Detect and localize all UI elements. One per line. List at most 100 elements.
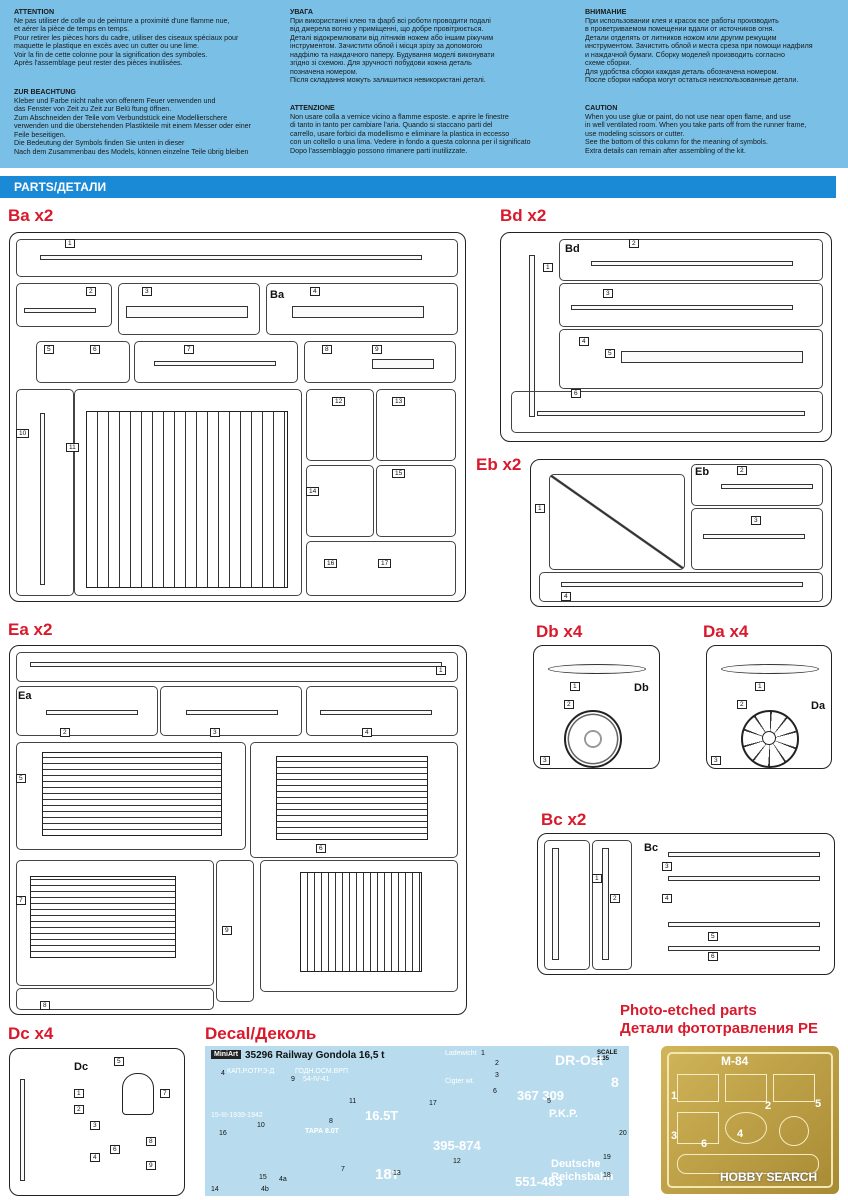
bc-num-3: 3	[662, 862, 672, 871]
decal-text-1: КАП.Р.ОТР.З-Д	[227, 1068, 275, 1075]
ea-part-3	[186, 710, 278, 715]
decal-num-9: 9	[291, 1076, 295, 1083]
ea-part-2	[46, 710, 138, 715]
dc-num-9: 9	[146, 1161, 156, 1170]
bc-num-6: 6	[708, 952, 718, 961]
decal-num-18: 18	[603, 1172, 611, 1179]
da-letter: Da	[811, 700, 826, 712]
decal-text-13: DR-Ost	[555, 1052, 604, 1068]
bd-part-5	[621, 351, 803, 363]
ea-cell-panel	[260, 860, 458, 992]
eb-cell-2	[691, 464, 823, 506]
pe-title-ru: Детали фототравления PE	[620, 1020, 819, 1037]
dc-num-3: 3	[90, 1121, 100, 1130]
da-num-3: 3	[711, 756, 721, 765]
bd-part-3	[571, 305, 793, 310]
pe-part-5	[725, 1112, 767, 1144]
ea-cell-8	[16, 988, 214, 1010]
eb-part-4	[561, 582, 803, 587]
sprue-title-bc: Bc x2	[541, 810, 587, 829]
ba-num-8: 8	[322, 345, 332, 354]
ea-part-7-panel	[30, 876, 176, 958]
eb-cell-3	[691, 508, 823, 570]
decal-num-14: 14	[211, 1186, 219, 1193]
ba-cell-8	[304, 341, 456, 383]
decal-text-6: 16.5Т	[365, 1108, 399, 1123]
bd-cell-2	[559, 239, 823, 281]
ea-num-2: 2	[60, 728, 70, 737]
da-num-2: 2	[737, 700, 747, 709]
sprue-ba: 1 2 3 Ba 4 5 6 7 8 9 10 11 12 13 14 15 1…	[9, 232, 466, 602]
ba-part-4	[292, 306, 424, 318]
ba-num-4: 4	[310, 287, 320, 296]
da-part-1	[721, 664, 819, 674]
da-num-1: 1	[755, 682, 765, 691]
da-wheel-hub	[762, 731, 776, 745]
decal-sheet: MiniArt 35296 Railway Gondola 16,5 t SCA…	[205, 1046, 629, 1196]
ba-cell-3	[118, 283, 260, 335]
dc-num-2: 2	[74, 1105, 84, 1114]
db-wheel	[564, 710, 622, 768]
eb-letter: Eb	[695, 466, 710, 478]
pe-part-1	[677, 1074, 719, 1102]
ea-cell-9	[216, 860, 254, 1002]
eb-num-4: 4	[561, 592, 571, 601]
dc-num-7: 7	[160, 1089, 170, 1098]
bd-cell-3	[559, 283, 823, 327]
dc-num-1: 1	[74, 1089, 84, 1098]
ba-part-3	[126, 306, 248, 318]
ba-num-16: 16	[324, 559, 338, 568]
decal-num-19: 19	[603, 1154, 611, 1161]
dc-num-4: 4	[90, 1153, 100, 1162]
decal-num-11: 11	[349, 1098, 357, 1105]
bd-part-2	[591, 261, 793, 266]
ba-num-5: 5	[44, 345, 54, 354]
bc-cell-1	[544, 840, 590, 970]
decal-num-2: 2	[495, 1060, 499, 1067]
pe-title-en: Photo-etched parts	[620, 1002, 757, 1019]
decal-num-5: 5	[547, 1098, 551, 1105]
db-num-3: 3	[540, 756, 550, 765]
db-part-1	[548, 664, 646, 674]
ba-part-2	[24, 308, 96, 313]
section-title: PARTS/ДЕТАЛИ	[14, 180, 107, 194]
ea-num-9: 9	[222, 926, 232, 935]
ea-cell-2	[16, 686, 158, 736]
decal-num-16: 16	[219, 1130, 227, 1137]
pe-num-6: 6	[701, 1138, 708, 1150]
ba-num-9: 9	[372, 345, 382, 354]
decal-num-4b: 4b	[261, 1186, 269, 1193]
ba-part-1	[40, 255, 422, 260]
ea-num-5: 5	[16, 774, 26, 783]
eb-part-2	[721, 484, 813, 489]
decal-num-12: 12	[453, 1158, 461, 1165]
ba-part-9	[372, 359, 434, 369]
bc-num-2: 2	[610, 894, 620, 903]
decal-brand: MiniArt	[211, 1050, 242, 1059]
ea-cell-7	[16, 860, 214, 986]
bd-num-6: 6	[571, 389, 581, 398]
ea-part-4	[320, 710, 432, 715]
ba-cell-15	[376, 465, 456, 537]
ea-cell-5	[16, 742, 246, 850]
ba-num-11: 11	[66, 443, 79, 452]
sprue-title-eb: Eb x2	[476, 455, 522, 474]
sprue-title-ba: Ba x2	[8, 206, 54, 225]
ba-cell-14	[306, 465, 374, 537]
ba-num-1: 1	[65, 239, 75, 248]
eb-num-2: 2	[737, 466, 747, 475]
pe-part-6	[779, 1116, 809, 1146]
decal-num-3: 3	[495, 1072, 499, 1079]
sprue-bc: 1 2 Bc 3 4 5 6	[537, 833, 835, 975]
bc-part-5	[668, 922, 820, 927]
pe-num-2: 2	[765, 1100, 772, 1112]
pe-frame	[667, 1052, 833, 1188]
ba-num-17: 17	[378, 559, 392, 568]
sprue-title-bd: Bd x2	[500, 206, 547, 225]
pe-num-4: 4	[737, 1128, 744, 1140]
dc-part-bracket	[122, 1073, 154, 1115]
ba-letter: Ba	[270, 289, 285, 301]
